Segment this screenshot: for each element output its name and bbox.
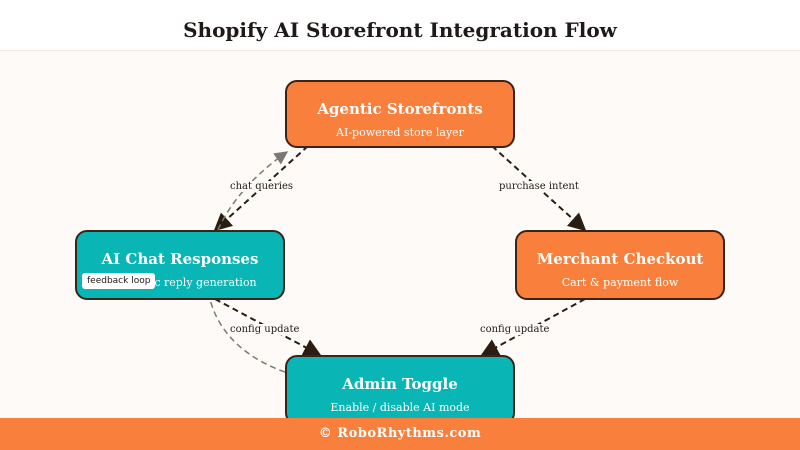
edge-label-purchase-intent: purchase intent [497,181,581,192]
title-bar [0,0,800,51]
node-agentic-storefronts: Agentic Storefronts AI-powered store lay… [285,80,515,148]
node-subtitle: Enable / disable AI mode [330,401,470,414]
edge-label-config-update-left: config update [228,324,302,335]
node-title: Admin Toggle [342,375,458,393]
node-title: Agentic Storefronts [317,100,483,118]
node-admin-toggle: Admin Toggle Enable / disable AI mode [285,355,515,425]
node-ai-chat-responses: AI Chat Responses Automatic reply genera… [75,230,285,300]
edge-label-chat-queries: chat queries [228,181,295,192]
node-title: AI Chat Responses [101,250,259,268]
node-subtitle: AI-powered store layer [336,126,464,139]
feedback-loop-label: feedback loop [82,273,156,289]
footer-credit: © RoboRhythms.com [0,418,800,450]
node-subtitle: Cart & payment flow [561,276,679,289]
node-title: Merchant Checkout [536,250,704,268]
node-merchant-checkout: Merchant Checkout Cart & payment flow [515,230,725,300]
page-title: Shopify AI Storefront Integration Flow [183,18,617,42]
edge-label-config-update-right: config update [478,324,552,335]
